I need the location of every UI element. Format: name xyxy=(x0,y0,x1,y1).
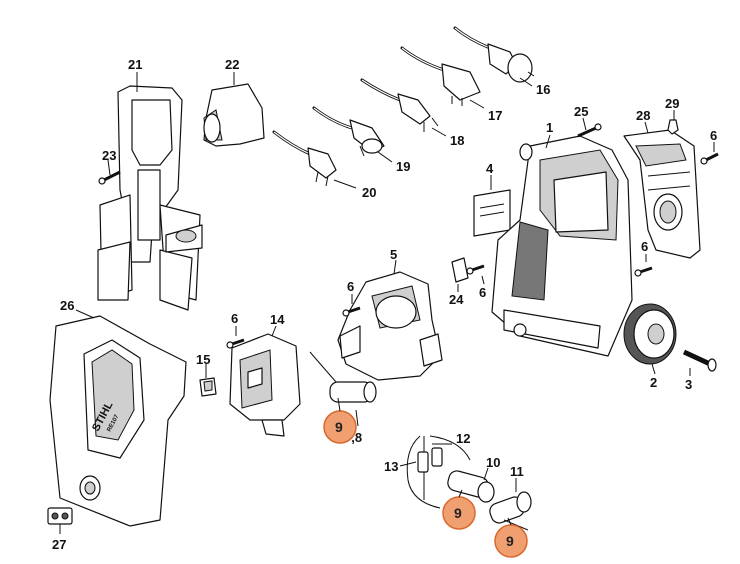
part-6-screw-right xyxy=(700,152,719,165)
label-6-right: 6 xyxy=(710,128,717,143)
part-4-label xyxy=(473,189,511,237)
label-6-center: 6 xyxy=(479,285,486,300)
label-29: 29 xyxy=(665,96,679,111)
part-2-wheel xyxy=(623,303,677,365)
part-17-power-cord xyxy=(400,46,481,106)
part-6-screw-upper xyxy=(342,306,361,317)
label-2: 2 xyxy=(650,375,657,390)
label-6-upper: 6 xyxy=(347,279,354,294)
label-17: 17 xyxy=(488,108,502,123)
part-14-motor-cover xyxy=(229,333,301,437)
label-1: 1 xyxy=(546,120,553,135)
highlight-9-component-11[interactable]: 9 xyxy=(494,524,528,558)
part-26-front-cover xyxy=(49,315,187,527)
label-6-left: 6 xyxy=(231,311,238,326)
part-3-axle xyxy=(682,349,717,372)
label-14: 14 xyxy=(270,312,285,327)
svg-text:9: 9 xyxy=(454,505,462,521)
part-7-8-capacitor xyxy=(309,351,377,403)
label-15: 15 xyxy=(196,352,210,367)
label-19: 19 xyxy=(396,159,410,174)
part-22-hood xyxy=(203,83,265,147)
label-5: 5 xyxy=(390,247,397,262)
part-15-switch xyxy=(199,377,217,397)
part-20-power-cord xyxy=(272,130,337,187)
part-5-motor-bracket xyxy=(337,271,443,381)
part-25-screw xyxy=(577,123,602,138)
label-6-midright: 6 xyxy=(641,239,648,254)
part-16-power-cord xyxy=(453,26,535,83)
label-21: 21 xyxy=(128,57,142,72)
part-24-clip xyxy=(451,257,469,283)
part-21-handle xyxy=(97,85,203,311)
part-27-plug xyxy=(47,507,73,525)
part-10-component xyxy=(447,470,495,503)
label-22: 22 xyxy=(225,57,239,72)
label-28: 28 xyxy=(636,108,650,123)
label-18: 18 xyxy=(450,133,464,148)
label-3: 3 xyxy=(685,377,692,392)
svg-text:9: 9 xyxy=(335,419,343,435)
label-12: 12 xyxy=(456,431,470,446)
label-20: 20 xyxy=(362,185,376,200)
part-1-housing xyxy=(491,135,633,357)
label-24: 24 xyxy=(449,292,464,307)
label-27: 27 xyxy=(52,537,66,552)
label-13: 13 xyxy=(384,459,398,474)
part-23-screw xyxy=(98,170,121,185)
label-16: 16 xyxy=(536,82,550,97)
label-23: 23 xyxy=(102,148,116,163)
part-6-screw-center xyxy=(466,264,485,275)
part-6-screw-midright xyxy=(634,266,653,277)
highlight-9-capacitor[interactable]: 9 xyxy=(323,410,357,444)
part-19-power-cord xyxy=(312,106,385,157)
part-6-screw-left xyxy=(226,338,245,349)
part-28-back-panel xyxy=(623,129,701,259)
svg-text:9: 9 xyxy=(506,533,514,549)
label-25: 25 xyxy=(574,104,588,119)
part-29-fitting xyxy=(667,119,679,135)
part-18-power-cord xyxy=(360,78,439,132)
label-10: 10 xyxy=(486,455,500,470)
label-4: 4 xyxy=(486,161,494,176)
part-12-13-wiring xyxy=(406,435,471,509)
part-11-component xyxy=(489,491,532,531)
highlight-9-component-10[interactable]: 9 xyxy=(442,496,476,530)
label-11: 11 xyxy=(510,464,524,479)
label-26: 26 xyxy=(60,298,74,313)
